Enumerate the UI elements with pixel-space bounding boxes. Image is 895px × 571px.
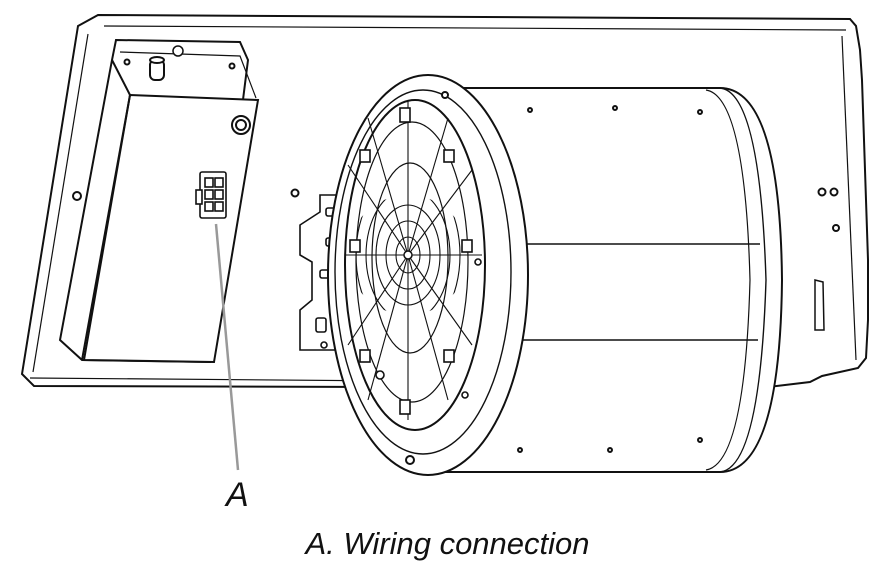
blower-housing [439, 87, 784, 473]
callout-leader-line [214, 223, 240, 471]
wiring-connector [195, 171, 227, 219]
fan-guard [344, 99, 486, 431]
figure-caption: A. Wiring connection [305, 526, 590, 561]
fan-guard-mesh [355, 195, 461, 315]
callout-label-a: A [226, 476, 249, 514]
junction-box [58, 38, 260, 364]
